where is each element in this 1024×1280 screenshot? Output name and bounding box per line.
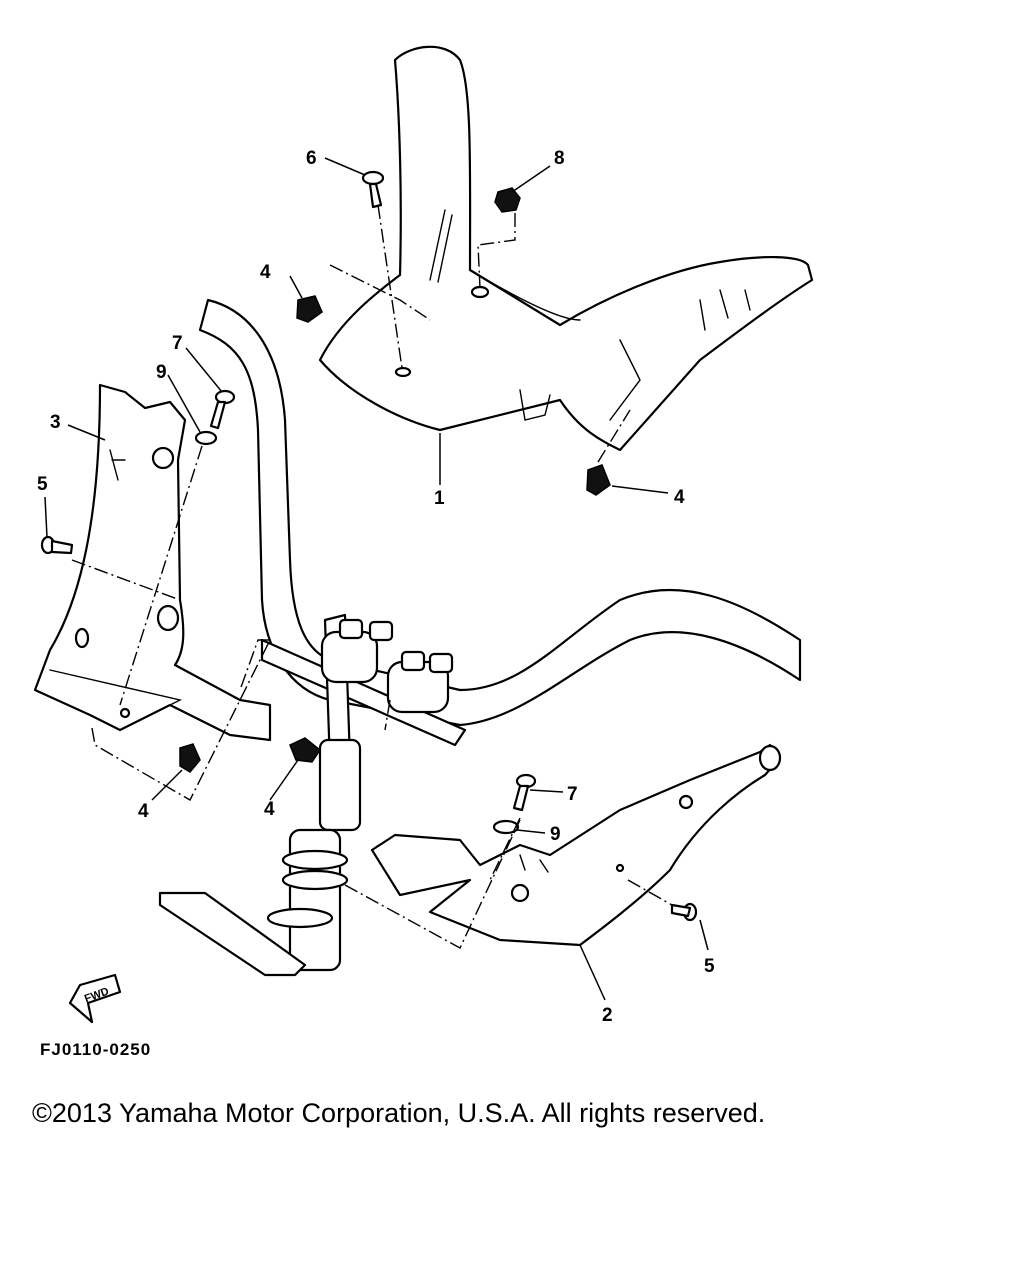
nut-8 (494, 187, 521, 213)
right-side-cover (370, 743, 782, 947)
grommet-4-left-a (179, 743, 201, 773)
washer-9-left (194, 430, 218, 446)
callout-4-top: 4 (260, 262, 271, 283)
grommet-4-right (586, 464, 611, 496)
grommet-4-top (296, 295, 323, 323)
screw-7-right (512, 773, 537, 812)
callout-5-left: 5 (37, 474, 48, 495)
callout-8: 8 (554, 148, 565, 169)
washer-9-right (492, 819, 520, 835)
callout-2: 2 (602, 1005, 613, 1026)
callout-9-left: 9 (156, 362, 167, 383)
callout-4-left-a: 4 (138, 801, 149, 822)
callout-9-right: 9 (550, 824, 561, 845)
grommet-4-left-b (289, 737, 322, 763)
screw-7-left (209, 389, 236, 430)
callout-7-right: 7 (567, 784, 578, 805)
callout-6: 6 (306, 148, 317, 169)
left-side-cover (33, 383, 272, 742)
callout-7-left: 7 (172, 333, 183, 354)
leader-lines (44, 157, 709, 1001)
fwd-arrow-icon: FWD (68, 973, 122, 1024)
exploded-parts-diagram: FWD (33, 45, 814, 1026)
callout-4-left-b: 4 (264, 799, 275, 820)
callout-3: 3 (50, 412, 61, 433)
assembly-lines (71, 204, 673, 949)
screw-5-left (40, 535, 74, 555)
drawing-code: FJ0110-0250 (40, 1040, 152, 1059)
callout-numbers: 1 2 3 4 4 4 4 5 5 6 7 7 8 9 9 (37, 148, 715, 1026)
callout-1: 1 (434, 488, 445, 509)
upper-handle-cover (318, 45, 814, 452)
callout-5-right: 5 (704, 956, 715, 977)
screw-5-right (670, 902, 698, 922)
steering-column (158, 613, 467, 977)
copyright-notice: ©2013 Yamaha Motor Corporation, U.S.A. A… (32, 1098, 766, 1128)
screw-6 (361, 170, 385, 209)
callout-4-right: 4 (674, 487, 685, 508)
